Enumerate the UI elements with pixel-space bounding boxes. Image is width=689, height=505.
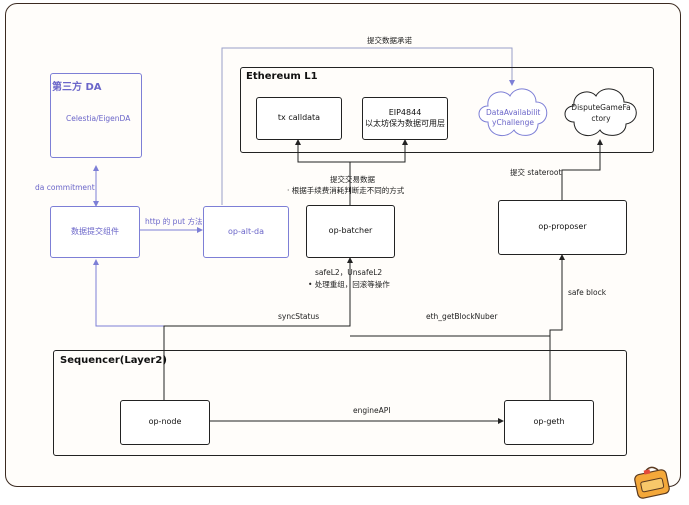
tx-calldata-node: tx calldata	[256, 97, 342, 140]
safe-block-line	[549, 254, 565, 400]
commitment-line	[221, 47, 515, 205]
op-geth-label: op-geth	[533, 417, 565, 427]
op-batcher-node: op-batcher	[306, 205, 395, 258]
submit-tx-note: · 根据手续费消耗判断走不同的方式	[287, 186, 405, 195]
commitment-label: 提交数据承诺	[367, 36, 412, 45]
batcher-to-calldata	[295, 139, 350, 163]
http-put-label: http 的 put 方法	[145, 217, 203, 226]
da-commitment-label: da commitment	[35, 183, 95, 192]
dispute-game-factory-label: DisputeGameFa ctory	[571, 103, 631, 123]
tx-calldata-label: tx calldata	[277, 113, 321, 123]
dispute-game-factory-cloud	[564, 88, 637, 137]
data-submit-label: 数据提交组件	[71, 226, 119, 236]
sequencer-title: Sequencer(Layer2)	[60, 355, 167, 366]
eip4844-label: EIP4844	[388, 108, 422, 118]
opnode-to-datasubmit	[93, 259, 165, 345]
third-party-da-group	[50, 73, 142, 158]
safe-l2-note: • 处理重组，回滚等操作	[308, 280, 390, 289]
sync-status-line	[163, 257, 353, 400]
op-node-label: op-node	[148, 417, 182, 427]
eth-get-block-label: eth_getBlockNuber	[426, 312, 498, 321]
op-batcher-label: op-batcher	[328, 226, 373, 236]
op-proposer-label: op-proposer	[538, 222, 587, 232]
data-availability-challenge-cloud	[478, 88, 548, 137]
proposer-to-dispute	[561, 139, 603, 200]
engine-api-label: engineAPI	[353, 406, 391, 415]
sync-status-label: syncStatus	[278, 312, 320, 321]
eip4844-node: EIP4844 以太坊保为数据可用层	[362, 97, 448, 140]
safe-block-label: safe block	[568, 288, 607, 297]
data-submit-node: 数据提交组件	[50, 206, 140, 258]
op-proposer-node: op-proposer	[498, 200, 627, 255]
ethereum-l1-group	[240, 67, 654, 153]
third-party-da-title: 第三方 DA	[52, 82, 102, 93]
op-node-node: op-node	[120, 400, 210, 445]
op-alt-da-node: op-alt-da	[203, 206, 289, 258]
op-alt-da-label: op-alt-da	[228, 226, 264, 236]
batcher-to-eip4844	[350, 139, 408, 163]
data-availability-challenge-label: DataAvailabilit yChallenge	[486, 108, 541, 127]
eip4844-sublabel: 以太坊保为数据可用层	[365, 118, 445, 128]
sequencer-group	[53, 350, 627, 456]
ethereum-l1-title: Ethereum L1	[246, 71, 318, 82]
submit-tx-label: 提交交易数据	[330, 175, 375, 184]
da-provider-label: Celestia/EigenDA	[66, 114, 131, 123]
backpack-icon	[634, 466, 670, 499]
op-geth-node: op-geth	[504, 400, 594, 445]
submit-stateroot-label: 提交 stateroot	[510, 168, 562, 177]
safe-l2-label: safeL2，UnsafeL2	[315, 268, 383, 277]
